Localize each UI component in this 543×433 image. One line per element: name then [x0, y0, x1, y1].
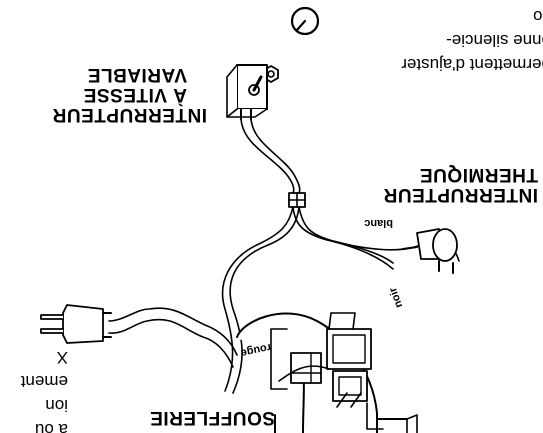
wire-connector-icon — [288, 192, 306, 208]
thermal-switch-label-line2: THERMIQUE — [419, 164, 539, 186]
text-line: ement — [20, 372, 68, 391]
variable-speed-switch-label-line1: INTERRUPTEUR — [52, 104, 207, 125]
variable-speed-switch-label: INTERRUPTEUR À VITESSE VARIABLE — [52, 64, 207, 125]
text-line: X — [56, 348, 68, 367]
right-text-fragment: permettent d'ajuster onne silencie- co — [401, 4, 543, 76]
variable-speed-switch-icon — [226, 64, 268, 120]
blower-icon — [236, 312, 418, 433]
left-text-fragment: a ou ion ement X — [21, 345, 68, 433]
text-line: co — [533, 7, 543, 26]
thermal-switch-icon — [402, 228, 458, 274]
power-plug-icon — [40, 304, 238, 368]
text-line: ion — [45, 396, 68, 415]
switch-wires — [240, 118, 301, 194]
text-line: a ou — [34, 420, 68, 433]
variable-speed-switch-label-line3: VARIABLE — [87, 64, 187, 86]
wire-label-blanc: blanc — [364, 217, 393, 229]
blower-label: SOUFFLERIE — [149, 407, 275, 428]
speed-knob-icon — [290, 6, 320, 36]
thermal-switch-label: INTERRUPTEUR THERMIQUE — [383, 164, 539, 205]
variable-speed-switch-label-line2: À VITESSE — [83, 84, 187, 106]
text-line: onne silencie- — [446, 31, 543, 50]
text-line: permettent d'ajuster — [401, 55, 543, 74]
thermal-switch-label-line1: INTERRUPTEUR — [383, 184, 538, 205]
